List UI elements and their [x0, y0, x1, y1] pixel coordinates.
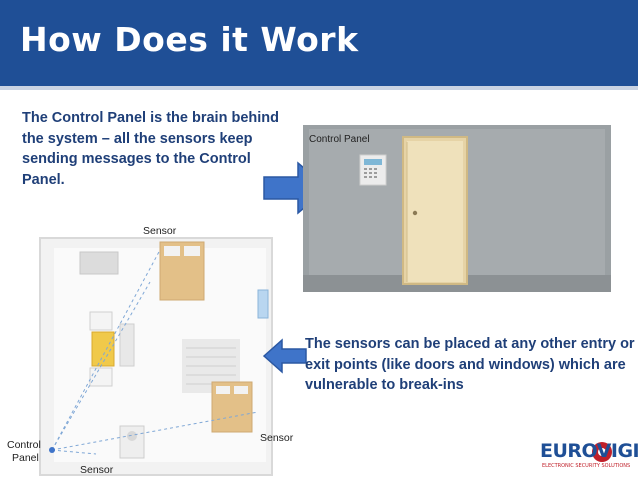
floorplan-control-label: Control — [7, 439, 41, 451]
eurovigil-logo: EUROVIGIL ELECTRONIC SECURITY SOLUTIONS — [540, 440, 638, 476]
floorplan-sensor-bottom-label: Sensor — [80, 464, 114, 476]
logo-tagline: ELECTRONIC SECURITY SOLUTIONS — [542, 463, 631, 469]
room-illustration — [303, 125, 611, 292]
floorplan-panel-label: Panel — [12, 452, 39, 464]
logo-text: EUROVIGIL — [540, 440, 638, 462]
floorplan-sensor-top-label: Sensor — [143, 225, 177, 237]
header-divider — [0, 86, 638, 90]
room-control-panel-caption: Control Panel — [309, 134, 370, 145]
floorplan-illustration — [39, 237, 273, 476]
arrow-left-icon — [262, 338, 307, 374]
floorplan-sensor-right-label: Sensor — [260, 432, 294, 444]
slide-title: How Does it Work — [20, 20, 359, 59]
eurovigil-logo-mark — [592, 442, 612, 462]
slide-header — [0, 0, 638, 86]
control-panel-description: The Control Panel is the brain behind th… — [22, 110, 279, 188]
sensors-description: The sensors can be placed at any other e… — [305, 336, 635, 393]
